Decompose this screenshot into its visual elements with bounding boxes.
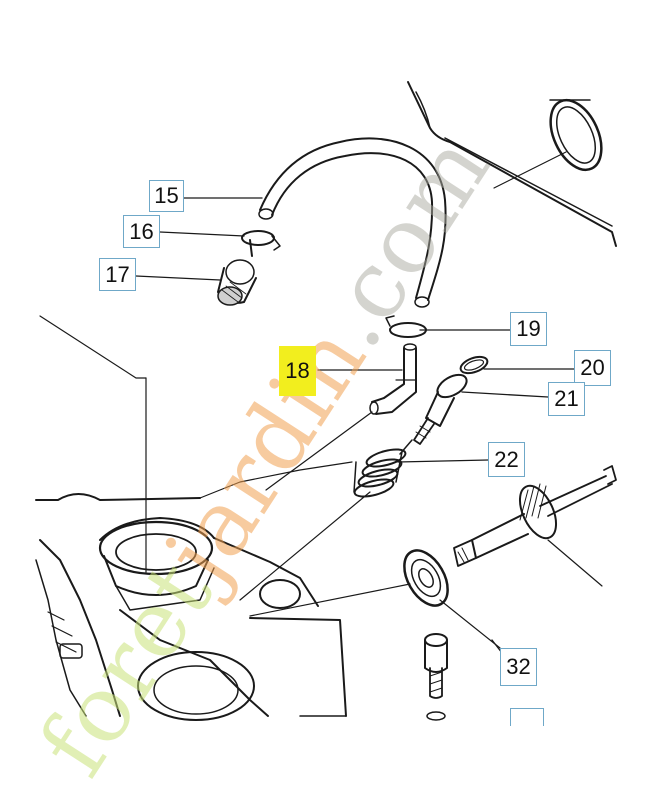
- callout-18[interactable]: 18: [279, 346, 316, 396]
- oil-filter-strainer: [217, 239, 257, 306]
- elbow-fitting: [369, 343, 417, 415]
- callout-20[interactable]: 20: [574, 350, 611, 386]
- callout-16[interactable]: 16: [123, 215, 160, 248]
- callout-21[interactable]: 21: [548, 382, 585, 416]
- tank-housing-outline: [407, 81, 617, 247]
- callout-leader-lines: [135, 197, 575, 667]
- cap-ring: [493, 98, 603, 189]
- callout-19[interactable]: 19: [510, 312, 547, 346]
- ball-bearing: [403, 549, 501, 649]
- adjuster-screw: [399, 373, 468, 455]
- oil-hose: [258, 137, 447, 308]
- callout-32[interactable]: 32: [500, 648, 537, 686]
- hose-clip-upper: [241, 230, 281, 251]
- callout-17[interactable]: 17: [99, 258, 136, 291]
- callout-blank[interactable]: [510, 708, 544, 726]
- callout-22[interactable]: 22: [488, 442, 525, 477]
- hose-clip-lower: [385, 315, 427, 338]
- coil-spring: [353, 448, 407, 498]
- socket-bolt: [424, 633, 448, 721]
- callout-15[interactable]: 15: [149, 180, 184, 212]
- worm-gear-shaft: [453, 465, 617, 587]
- gear-housing: [35, 315, 411, 721]
- o-ring: [459, 355, 489, 375]
